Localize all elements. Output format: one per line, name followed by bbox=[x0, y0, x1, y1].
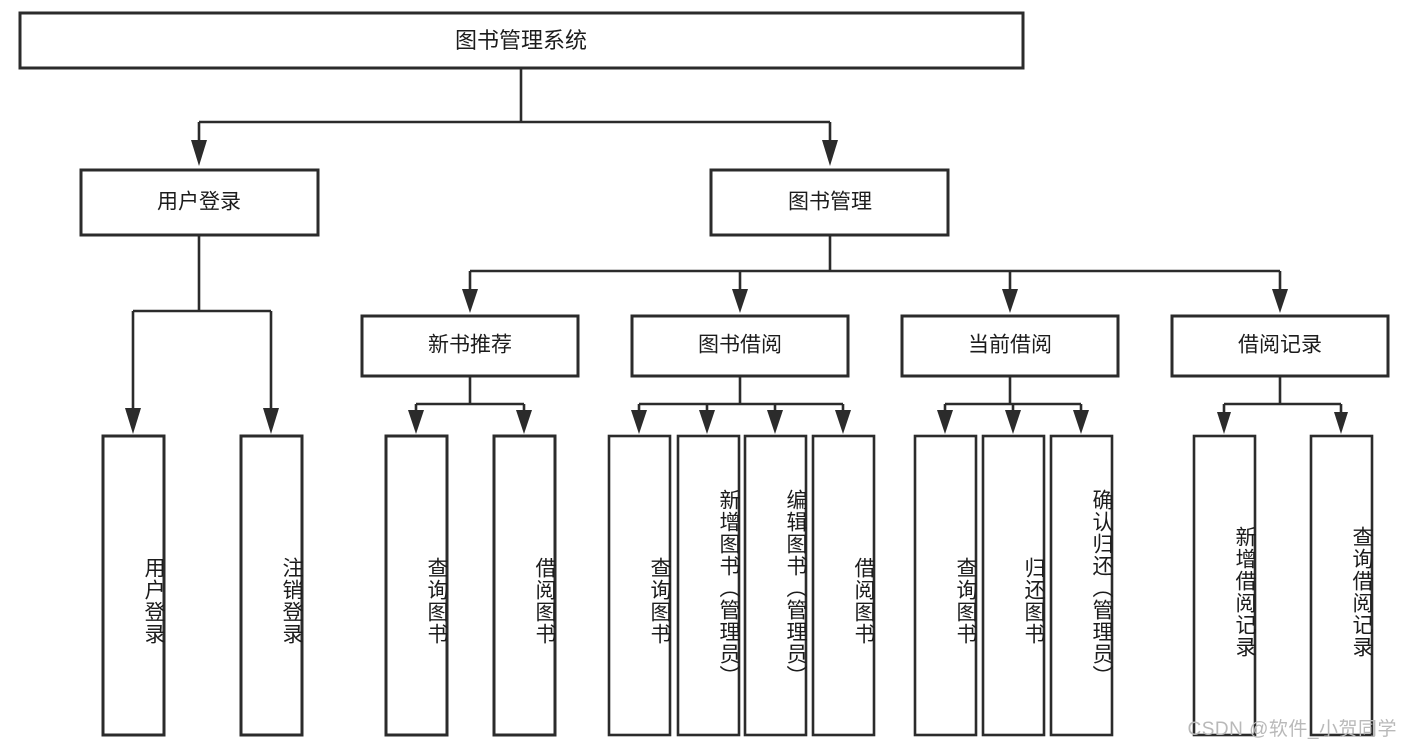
node-current-borrow[interactable]: 当前借阅 bbox=[900, 314, 1120, 378]
node-user-login-label: 用户登录 bbox=[157, 191, 241, 214]
arrow-head-icon bbox=[125, 408, 141, 434]
leaf-box-br-add-record[interactable] bbox=[1192, 434, 1257, 737]
arrow-head-icon bbox=[462, 289, 478, 313]
connector-currentborrow-to-leaves bbox=[937, 376, 1089, 434]
arrow-head-icon bbox=[1272, 289, 1288, 313]
arrow-head-icon bbox=[1005, 410, 1021, 434]
node-current-borrow-label: 当前借阅 bbox=[968, 334, 1052, 357]
node-borrow-record[interactable]: 借阅记录 bbox=[1170, 314, 1390, 378]
node-book-management-label: 图书管理 bbox=[788, 191, 872, 214]
node-new-book-recommend[interactable]: 新书推荐 bbox=[360, 314, 580, 378]
leaf-box-logout[interactable] bbox=[239, 434, 304, 737]
leaf-box-bb-borrow-book[interactable] bbox=[811, 434, 876, 737]
node-new-book-recommend-label: 新书推荐 bbox=[428, 334, 512, 357]
arrow-head-icon bbox=[732, 289, 748, 313]
leaf-box-nb-borrow-book[interactable] bbox=[492, 434, 557, 737]
node-root-label: 图书管理系统 bbox=[455, 28, 587, 53]
node-borrow-record-box[interactable] bbox=[1170, 314, 1390, 378]
arrow-head-icon bbox=[767, 410, 783, 434]
arrow-head-icon bbox=[263, 408, 279, 434]
connector-bookborrow-to-leaves bbox=[631, 376, 851, 434]
arrow-head-icon bbox=[937, 410, 953, 434]
arrow-head-icon bbox=[408, 410, 424, 434]
arrow-head-icon bbox=[516, 410, 532, 434]
leaf-box-cb-return-book[interactable] bbox=[981, 434, 1046, 737]
node-book-management-box[interactable] bbox=[709, 168, 950, 237]
node-borrow-record-label: 借阅记录 bbox=[1238, 334, 1322, 357]
leaf-box-bb-query-book[interactable] bbox=[607, 434, 672, 737]
connector-borrowrecord-to-leaves bbox=[1217, 376, 1348, 434]
leaf-box-user-login[interactable] bbox=[101, 434, 166, 737]
arrow-head-icon bbox=[1073, 410, 1089, 434]
leaf-box-br-query-record[interactable] bbox=[1309, 434, 1374, 737]
leaf-box-bb-edit-book-admin[interactable] bbox=[743, 434, 808, 737]
arrow-head-icon bbox=[191, 140, 207, 166]
arrow-head-icon bbox=[631, 410, 647, 434]
node-root-box[interactable] bbox=[18, 11, 1025, 70]
leaf-box-cb-query-book[interactable] bbox=[913, 434, 978, 737]
node-book-management[interactable]: 图书管理 bbox=[709, 168, 950, 237]
connector-root-to-level2 bbox=[191, 68, 838, 166]
node-user-login[interactable]: 用户登录 bbox=[79, 168, 320, 237]
node-book-borrow-box[interactable] bbox=[630, 314, 850, 378]
connector-bookmgmt-to-level3 bbox=[462, 235, 1288, 313]
connector-user-login-to-leaves bbox=[125, 235, 279, 434]
arrow-head-icon bbox=[822, 140, 838, 166]
watermark-text: CSDN @软件_小贺同学 bbox=[1187, 719, 1397, 740]
node-new-book-recommend-box[interactable] bbox=[360, 314, 580, 378]
arrow-head-icon bbox=[835, 410, 851, 434]
node-book-borrow[interactable]: 图书借阅 bbox=[630, 314, 850, 378]
arrow-head-icon bbox=[1334, 412, 1348, 434]
node-current-borrow-box[interactable] bbox=[900, 314, 1120, 378]
arrow-head-icon bbox=[1002, 289, 1018, 313]
connector-newbook-to-leaves bbox=[408, 376, 532, 434]
leaf-box-nb-query-book[interactable] bbox=[384, 434, 449, 737]
arrow-head-icon bbox=[1217, 412, 1231, 434]
node-root[interactable]: 图书管理系统 bbox=[18, 11, 1025, 70]
leaf-box-bb-add-book-admin[interactable] bbox=[676, 434, 741, 737]
node-book-borrow-label: 图书借阅 bbox=[698, 334, 782, 357]
leaf-box-cb-confirm-return-admin[interactable] bbox=[1049, 434, 1114, 737]
arrow-head-icon bbox=[699, 410, 715, 434]
